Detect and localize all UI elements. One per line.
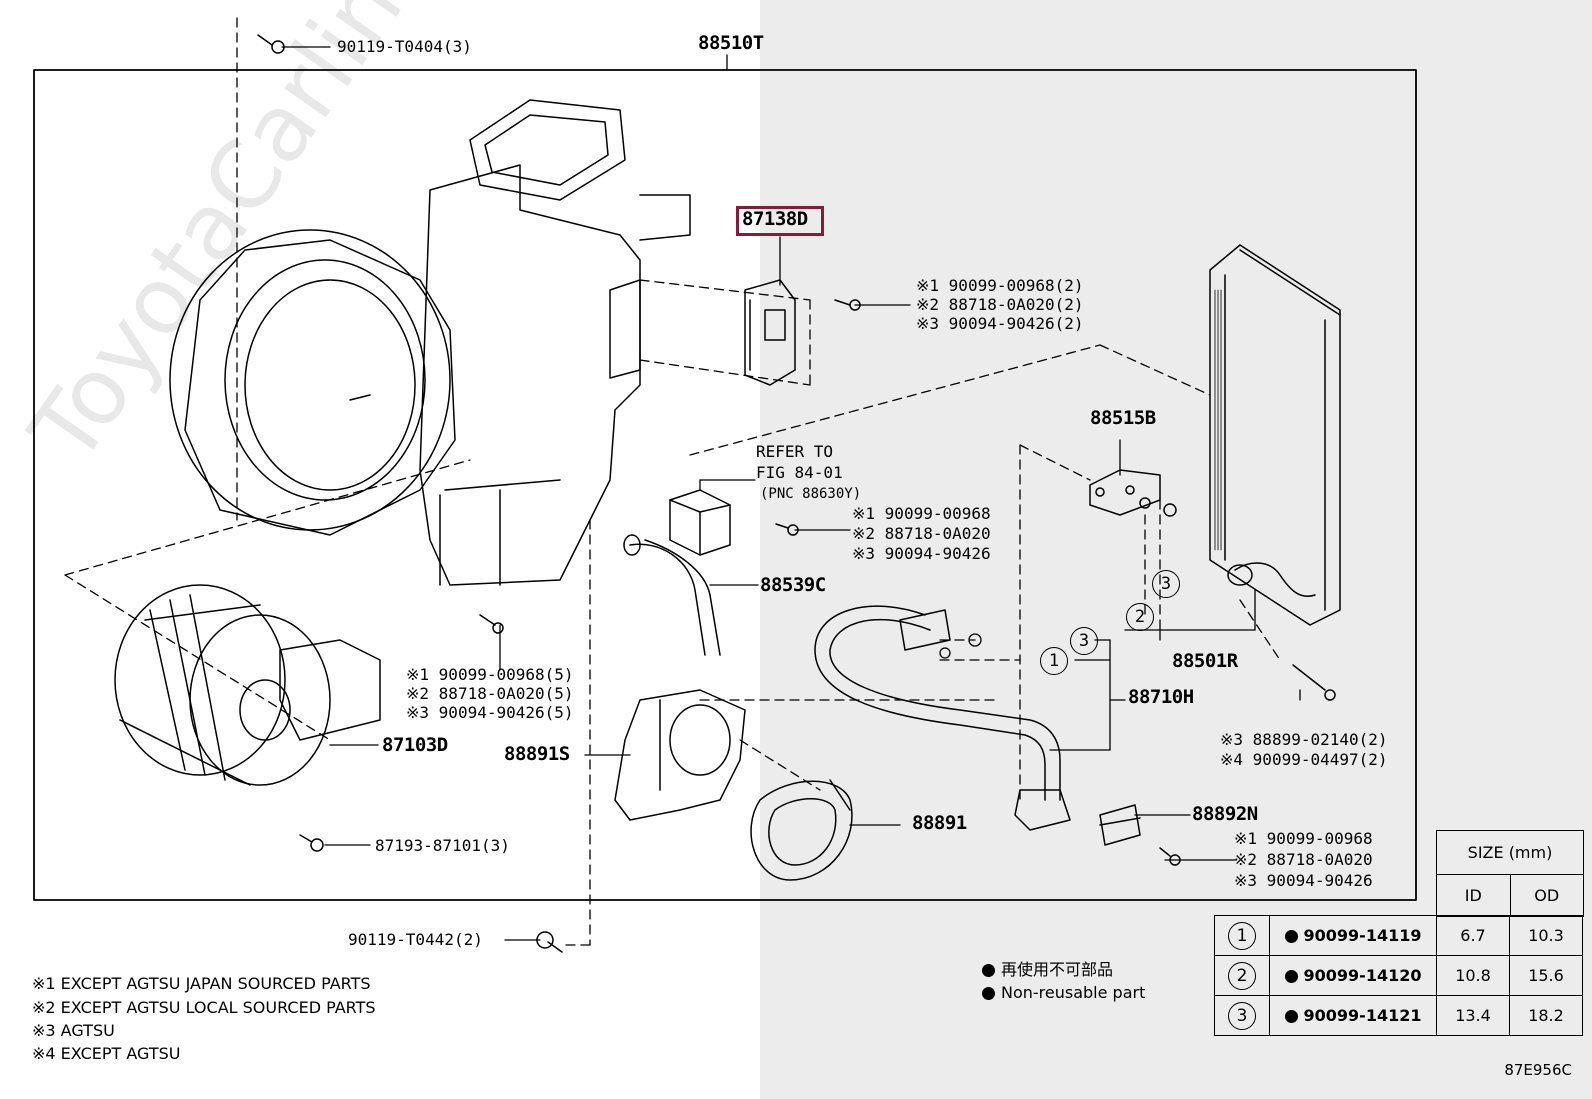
evaporator bbox=[1209, 244, 1341, 626]
evap-screw-1[interactable]: ※3 88899-02140(2) bbox=[1220, 730, 1388, 749]
blower-case bbox=[169, 99, 691, 586]
footnote-4: ※4 EXCEPT AGTSU bbox=[32, 1044, 181, 1063]
size-title: SIZE (mm) bbox=[1436, 830, 1584, 875]
relay bbox=[669, 489, 731, 556]
resistor-screw-2[interactable]: ※2 88718-0A020(2) bbox=[916, 295, 1084, 314]
screw-evap bbox=[1292, 664, 1336, 701]
part-88891-label[interactable]: 88891 bbox=[912, 812, 967, 834]
motor-screw-2[interactable]: ※2 88718-0A020(5) bbox=[406, 684, 574, 703]
bullet-icon bbox=[982, 964, 995, 977]
highlight-box bbox=[736, 206, 824, 236]
clamp-screw-3[interactable]: ※3 90094-90426 bbox=[1234, 871, 1373, 890]
row-od: 15.6 bbox=[1509, 955, 1583, 996]
part-87103D-label[interactable]: 87103D bbox=[382, 734, 448, 756]
o-ring-marker-3a: 3 bbox=[1070, 627, 1098, 655]
bullet-icon bbox=[1284, 1010, 1298, 1023]
part-88501R-label[interactable]: 88501R bbox=[1172, 650, 1238, 672]
evap-screw-2[interactable]: ※4 90099-04497(2) bbox=[1220, 750, 1388, 769]
pipe-88710H bbox=[814, 605, 1071, 831]
screw-motor-bottom bbox=[299, 834, 324, 852]
figure-code: 87E956C bbox=[1504, 1061, 1572, 1079]
resistor-87138D bbox=[744, 279, 796, 386]
legend-japanese-text: 再使用不可部品 bbox=[1001, 960, 1114, 979]
part-88710H-label[interactable]: 88710H bbox=[1128, 686, 1194, 708]
bullet-icon bbox=[982, 987, 995, 1000]
refer-screw-3[interactable]: ※3 90094-90426 bbox=[852, 544, 991, 563]
bullet-icon bbox=[1284, 930, 1298, 943]
refer-screw-2[interactable]: ※2 88718-0A020 bbox=[852, 524, 991, 543]
col-od: OD bbox=[1509, 874, 1584, 917]
screw-resistor bbox=[834, 299, 861, 311]
screw-bottom-label[interactable]: 90119-T0442(2) bbox=[348, 930, 483, 949]
part-87138D-label[interactable]: 87138D bbox=[742, 208, 808, 230]
resistor-screw-1[interactable]: ※1 90099-00968(2) bbox=[916, 276, 1084, 295]
row-od: 18.2 bbox=[1509, 995, 1583, 1036]
table-row: 3 90099-14121 13.4 18.2 bbox=[1214, 995, 1583, 1036]
dashed-leaders bbox=[64, 17, 1281, 946]
duct-88891S bbox=[614, 689, 746, 821]
row-od: 10.3 bbox=[1509, 915, 1583, 956]
blower-motor bbox=[114, 584, 381, 786]
drain-hose bbox=[623, 534, 721, 656]
refer-to-line-3[interactable]: (PNC 88630Y) bbox=[760, 486, 862, 502]
motor-screw-3[interactable]: ※3 90094-90426(5) bbox=[406, 703, 574, 722]
o-ring-marker-1: 1 bbox=[1040, 647, 1068, 675]
row-part[interactable]: 90099-14119 bbox=[1303, 926, 1422, 945]
part-88510T-label[interactable]: 88510T bbox=[698, 32, 764, 54]
screw-top-label[interactable]: 90119-T0404(3) bbox=[337, 37, 472, 56]
clamp-screw-1[interactable]: ※1 90099-00968 bbox=[1234, 829, 1373, 848]
refer-screw-1[interactable]: ※1 90099-00968 bbox=[852, 504, 991, 523]
o-ring-marker-2: 2 bbox=[1126, 603, 1154, 631]
row-part[interactable]: 90099-14120 bbox=[1303, 966, 1422, 985]
row-part[interactable]: 90099-14121 bbox=[1303, 1006, 1422, 1025]
screw-top bbox=[257, 34, 285, 54]
table-row: 2 90099-14120 10.8 15.6 bbox=[1214, 955, 1583, 996]
row-id: 6.7 bbox=[1436, 915, 1510, 956]
part-88539C-label[interactable]: 88539C bbox=[760, 574, 826, 596]
refer-to-line-1[interactable]: REFER TO bbox=[756, 442, 834, 461]
footnote-3: ※3 AGTSU bbox=[32, 1021, 115, 1040]
part-88515B-label[interactable]: 88515B bbox=[1090, 407, 1156, 429]
motor-screw-bottom-label[interactable]: 87193-87101(3) bbox=[375, 836, 510, 855]
footnote-1: ※1 EXCEPT AGTSU JAPAN SOURCED PARTS bbox=[32, 974, 371, 993]
legend-japanese: 再使用不可部品 bbox=[982, 956, 1113, 980]
size-table: 1 90099-14119 6.7 10.3 2 90099-14120 10.… bbox=[1214, 915, 1583, 1036]
screw-bottom bbox=[536, 931, 563, 953]
row-id: 13.4 bbox=[1436, 995, 1510, 1036]
table-row: 1 90099-14119 6.7 10.3 bbox=[1214, 915, 1583, 956]
screw-relay bbox=[775, 523, 799, 536]
row-number: 1 bbox=[1228, 921, 1256, 950]
seal-88891 bbox=[750, 779, 853, 881]
solid-leaders bbox=[281, 46, 1301, 941]
clamp-screw-2[interactable]: ※2 88718-0A020 bbox=[1234, 850, 1373, 869]
o-ring-marker-3b: 3 bbox=[1152, 570, 1180, 598]
screw-clamp bbox=[1159, 847, 1181, 866]
o-rings bbox=[939, 633, 982, 659]
legend-english-text: Non-reusable part bbox=[1001, 983, 1146, 1002]
motor-screw-1[interactable]: ※1 90099-00968(5) bbox=[406, 665, 574, 684]
refer-to-line-2[interactable]: FIG 84-01 bbox=[756, 463, 843, 482]
col-id: ID bbox=[1436, 874, 1511, 917]
size-table-header: SIZE (mm) ID OD bbox=[1436, 830, 1584, 917]
row-number: 3 bbox=[1228, 1001, 1256, 1030]
clamp-88892N bbox=[1099, 804, 1141, 846]
part-88891S-label[interactable]: 88891S bbox=[504, 743, 570, 765]
resistor-screw-3[interactable]: ※3 90094-90426(2) bbox=[916, 314, 1084, 333]
row-id: 10.8 bbox=[1436, 955, 1510, 996]
legend-english: Non-reusable part bbox=[982, 983, 1145, 1002]
row-number: 2 bbox=[1228, 961, 1256, 990]
assembly-frame bbox=[33, 69, 1417, 901]
screw-motor-top bbox=[479, 614, 504, 634]
expansion-valve bbox=[1089, 469, 1177, 517]
bullet-icon bbox=[1284, 970, 1298, 983]
part-88892N-label[interactable]: 88892N bbox=[1192, 803, 1258, 825]
footnote-2: ※2 EXCEPT AGTSU LOCAL SOURCED PARTS bbox=[32, 998, 376, 1017]
